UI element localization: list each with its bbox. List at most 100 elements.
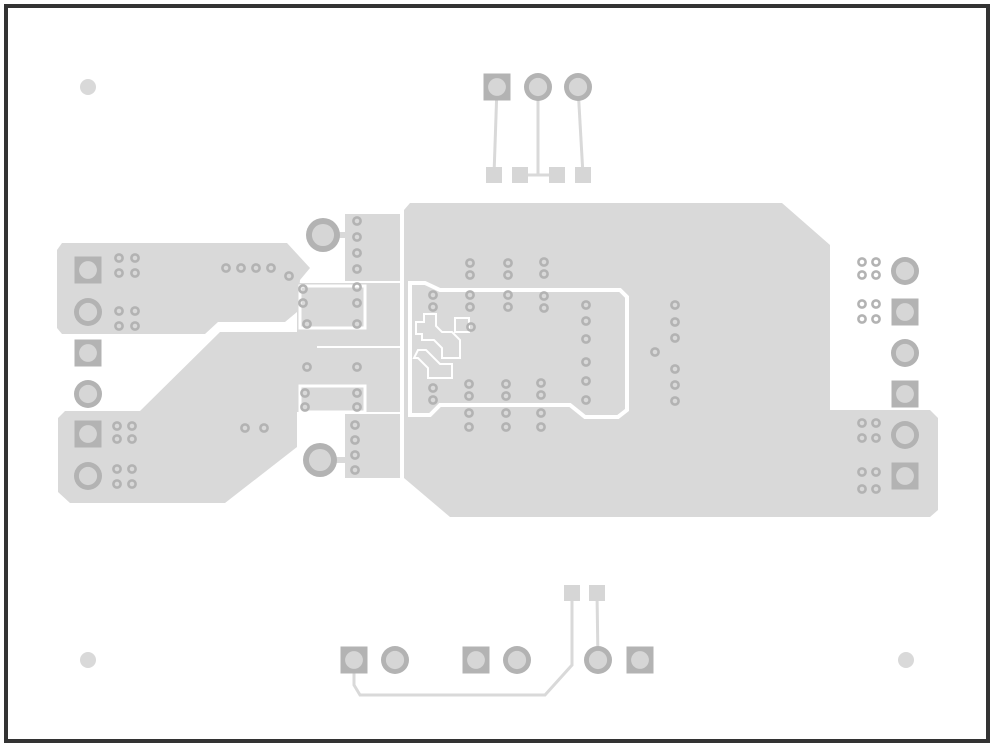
via: [114, 253, 124, 263]
via: [536, 422, 546, 432]
square-pad-hole: [631, 651, 649, 669]
via: [127, 434, 137, 444]
via: [350, 465, 360, 475]
via: [503, 290, 513, 300]
via: [503, 302, 513, 312]
via: [501, 408, 511, 418]
via: [501, 422, 511, 432]
via: [857, 314, 867, 324]
smd-pad: [575, 167, 591, 183]
smd-pad: [589, 585, 605, 601]
via: [300, 402, 310, 412]
square-pad-hole: [345, 651, 363, 669]
via: [857, 418, 867, 428]
round-pad-hole: [895, 425, 915, 445]
square-pad-hole: [467, 651, 485, 669]
via: [581, 334, 591, 344]
round-pad-hole: [78, 384, 98, 404]
via: [114, 321, 124, 331]
via: [352, 232, 362, 242]
via: [428, 383, 438, 393]
via: [857, 270, 867, 280]
via: [536, 390, 546, 400]
via: [539, 257, 549, 267]
round-pad-hole: [588, 650, 608, 670]
smd-pad: [564, 585, 580, 601]
ic-footprint: [412, 313, 461, 379]
via: [581, 316, 591, 326]
via: [112, 479, 122, 489]
round-pad-hole: [895, 343, 915, 363]
via: [857, 433, 867, 443]
smd-pad: [512, 167, 528, 183]
via: [428, 302, 438, 312]
via: [871, 433, 881, 443]
via: [539, 269, 549, 279]
via: [352, 264, 362, 274]
via: [428, 395, 438, 405]
round-pad-hole: [528, 77, 548, 97]
pads: [74, 73, 919, 674]
copper-island-upper: [298, 284, 367, 330]
round-pad-hole: [568, 77, 588, 97]
via: [130, 253, 140, 263]
via: [503, 258, 513, 268]
via: [581, 300, 591, 310]
smd-pad: [549, 167, 565, 183]
round-pad-hole: [78, 466, 98, 486]
round-pad-hole: [895, 261, 915, 281]
square-pad-hole: [488, 78, 506, 96]
mounting-hole: [80, 79, 96, 95]
via: [536, 408, 546, 418]
via: [536, 378, 546, 388]
via: [350, 420, 360, 430]
via: [464, 391, 474, 401]
square-pad-hole: [79, 261, 97, 279]
via: [871, 484, 881, 494]
via: [127, 479, 137, 489]
via: [259, 423, 269, 433]
via: [670, 364, 680, 374]
via: [465, 258, 475, 268]
via: [302, 362, 312, 372]
via: [251, 263, 261, 273]
vias: [112, 216, 881, 494]
via: [464, 422, 474, 432]
via: [112, 421, 122, 431]
square-pad-hole: [896, 303, 914, 321]
via: [352, 282, 362, 292]
via: [130, 306, 140, 316]
via: [240, 423, 250, 433]
via: [352, 388, 362, 398]
via: [670, 300, 680, 310]
square-pad-hole: [896, 385, 914, 403]
via: [352, 362, 362, 372]
via: [670, 396, 680, 406]
via: [650, 347, 660, 357]
mounting-hole: [898, 652, 914, 668]
via: [871, 418, 881, 428]
trace: [492, 86, 499, 176]
via: [236, 263, 246, 273]
large-round-pad-hole: [308, 448, 332, 472]
copper-pour-bottom-left: [58, 332, 297, 503]
via: [221, 263, 231, 273]
board-outline: [4, 4, 990, 743]
via: [670, 380, 680, 390]
copper-pours: [57, 203, 938, 517]
via: [501, 379, 511, 389]
smd-pad: [486, 167, 502, 183]
via: [871, 270, 881, 280]
via: [112, 464, 122, 474]
via: [871, 314, 881, 324]
via: [266, 263, 276, 273]
via: [428, 290, 438, 300]
via: [466, 322, 476, 332]
via: [581, 376, 591, 386]
via: [465, 270, 475, 280]
via: [857, 467, 867, 477]
copper-pour-strip-top: [345, 214, 400, 281]
via: [352, 298, 362, 308]
round-pad-hole: [385, 650, 405, 670]
